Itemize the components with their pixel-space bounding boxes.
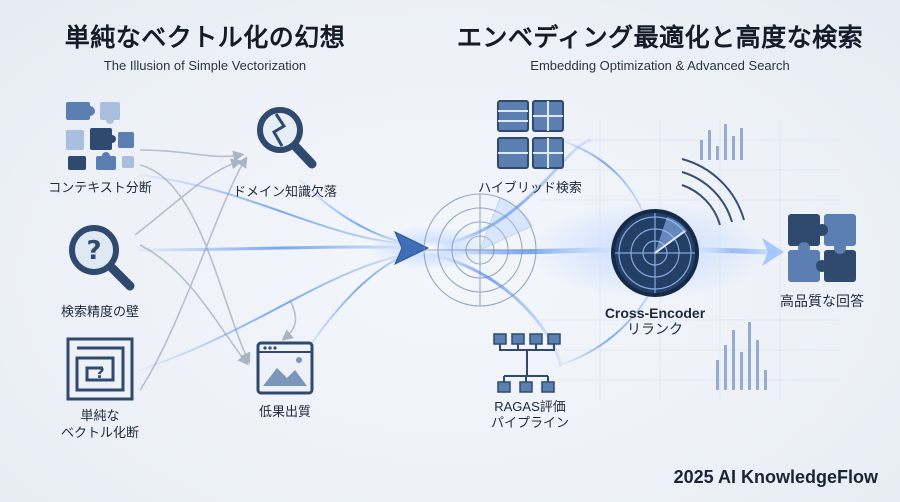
puzzle-complete-icon	[788, 214, 856, 282]
pipeline-tree-icon	[493, 333, 561, 393]
label-simple-vectorization-1: 単純な	[80, 409, 120, 424]
image-window-icon	[256, 341, 314, 395]
label-hybrid-search: ハイブリッド検索	[478, 181, 582, 196]
right-panel-title: エンベディング最適化と高度な検索	[456, 23, 864, 52]
node-simple-vectorization: ? 単純な ベクトル化断	[30, 336, 170, 442]
radar-icon	[611, 209, 699, 297]
svg-text:?: ?	[95, 363, 104, 382]
label-low-quality: 低果出質	[258, 405, 311, 420]
node-low-quality: 低果出質	[215, 340, 355, 421]
label-simple-vectorization-2: ベクトル化断	[60, 426, 139, 441]
question-magnifier-icon: ?	[69, 225, 135, 291]
label-domain-knowledge: ドメイン知識欠落	[232, 185, 337, 200]
node-search-accuracy: ? 検索精度の壁	[30, 218, 170, 321]
right-panel-subtitle: Embedding Optimization & Advanced Search	[530, 58, 790, 73]
node-context-split: コンテキスト分断	[30, 96, 170, 197]
right-arrow-icon	[762, 238, 784, 266]
broken-magnifier-icon	[257, 107, 317, 169]
label-cross-encoder-2: リランク	[627, 322, 683, 338]
signal-arcs-icon	[681, 158, 745, 226]
footer-brand: 2025 AI KnowledgeFlow	[673, 467, 878, 487]
maze-icon: ?	[66, 337, 134, 401]
label-high-quality: 高品質な回答	[780, 294, 864, 310]
svg-text:?: ?	[86, 236, 101, 266]
radar-rings-icon	[423, 193, 537, 307]
label-ragas-2: パイプライン	[490, 416, 569, 431]
label-ragas-1: RAGAS評価	[494, 399, 566, 414]
puzzle-pieces-icon	[66, 102, 134, 170]
node-high-quality: 高品質な回答	[762, 210, 882, 311]
glow-center	[370, 226, 490, 270]
label-cross-encoder-1: Cross-Encoder	[604, 305, 706, 321]
left-panel-title: 単純なベクトル化の幻想	[64, 23, 346, 52]
right-panel-header: エンベディング最適化と高度な検索 Embedding Optimization …	[440, 18, 880, 73]
node-domain-knowledge: ドメイン知識欠落	[215, 100, 355, 201]
node-ragas-pipeline: RAGAS評価 パイプライン	[460, 330, 600, 432]
node-cross-encoder: Cross-Encoder リランク	[580, 205, 730, 339]
left-panel-header: 単純なベクトル化の幻想 The Illusion of Simple Vecto…	[40, 18, 370, 73]
center-arrow-icon	[393, 230, 430, 266]
decor-bars-bottom	[716, 322, 767, 390]
label-context-split: コンテキスト分断	[48, 181, 152, 196]
left-panel-subtitle: The Illusion of Simple Vectorization	[103, 58, 307, 73]
label-search-accuracy: 検索精度の壁	[60, 305, 139, 320]
node-hybrid-search: ハイブリッド検索	[460, 98, 600, 197]
decor-bars-top	[700, 124, 743, 160]
hybrid-grid-icon	[497, 100, 564, 169]
